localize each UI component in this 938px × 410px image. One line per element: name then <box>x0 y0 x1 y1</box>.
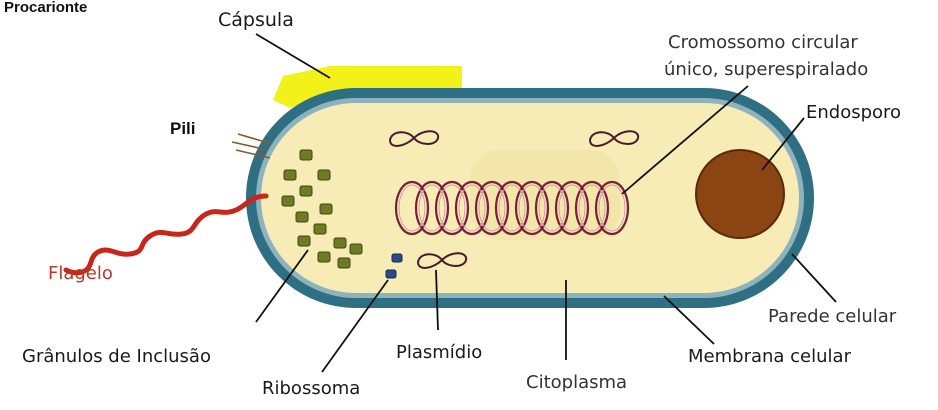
ribosome <box>392 254 402 262</box>
granule <box>338 258 350 268</box>
granule <box>318 170 330 180</box>
label-granulos: Grânulos de Inclusão <box>22 346 211 367</box>
leader-capsula <box>256 34 330 78</box>
granule <box>314 224 326 234</box>
label-ribossoma: Ribossoma <box>262 378 360 399</box>
label-endosporo: Endosporo <box>806 102 901 123</box>
label-parede: Parede celular <box>768 306 897 327</box>
granule <box>318 252 330 262</box>
granule <box>296 212 308 222</box>
label-cromossomo-line2: único, superespiralado <box>664 59 868 80</box>
label-citoplasma: Citoplasma <box>526 372 627 393</box>
granule <box>300 150 312 160</box>
flagellum <box>66 196 266 273</box>
leader-parede <box>792 254 836 302</box>
label-plasmidio: Plasmídio <box>396 342 482 363</box>
label-membrana: Membrana celular <box>688 346 852 367</box>
label-cromossomo-line1: Cromossomo circular <box>668 32 858 53</box>
ribosome <box>386 270 396 278</box>
granule <box>350 244 362 254</box>
granule <box>320 204 332 214</box>
label-pili: Pili <box>170 119 196 138</box>
title-label: Procarionte <box>4 0 87 16</box>
label-capsula: Cápsula <box>218 9 294 31</box>
endospore <box>696 150 784 238</box>
granule <box>334 238 346 248</box>
granule <box>282 196 294 206</box>
label-flagelo: Flagelo <box>48 263 113 284</box>
granule <box>284 170 296 180</box>
granule <box>298 236 310 246</box>
granule <box>300 186 312 196</box>
